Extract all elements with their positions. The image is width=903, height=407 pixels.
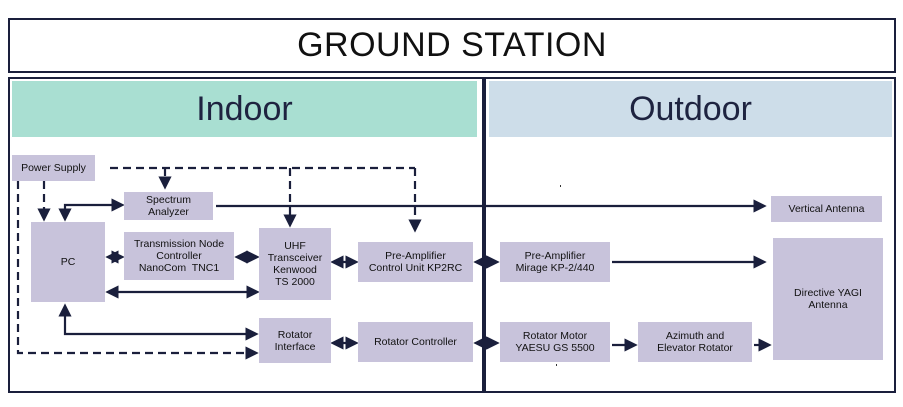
- yagi-antenna-block: Directive YAGI Antenna: [773, 238, 883, 360]
- uhf-line-2: Transceiver: [267, 252, 323, 264]
- uhf-line-4: TS 2000: [275, 276, 315, 288]
- spectrum-analyzer-line-2: Analyzer: [148, 206, 189, 218]
- tnc-block: Transmission Node Controller NanoCom TNC…: [124, 232, 234, 280]
- rotator-motor-line-1: Rotator Motor: [522, 330, 588, 342]
- pc-label: PC: [60, 256, 76, 268]
- power-supply-block: Power Supply: [12, 155, 95, 181]
- rotator-controller-block: Rotator Controller: [358, 322, 473, 362]
- pc-block: PC: [31, 222, 105, 302]
- spectrum-analyzer-block: Spectrum Analyzer: [124, 192, 213, 220]
- preamp-mirage-line-2: Mirage KP-2/440: [515, 262, 595, 274]
- vertical-antenna-label: Vertical Antenna: [788, 203, 865, 215]
- yagi-antenna-line-1: Directive YAGI: [794, 287, 862, 299]
- preamp-control-line-2: Control Unit KP2RC: [368, 262, 463, 274]
- pc-rotator-interface-link: [58, 303, 259, 341]
- uhf-line-1: UHF: [284, 240, 306, 252]
- vertical-antenna-block: Vertical Antenna: [771, 196, 882, 222]
- stray-mark: [560, 185, 561, 187]
- rotator-interface-line-1: Rotator: [277, 328, 313, 341]
- uhf-transceiver-block: UHF Transceiver Kenwood TS 2000: [259, 228, 331, 300]
- pc-spectrum-link: [58, 198, 125, 222]
- page-title: GROUND STATION: [297, 26, 607, 64]
- rotator-interface-line-2: Interface: [274, 340, 316, 353]
- azimuth-elevator-rotator-block: Azimuth and Elevator Rotator: [638, 322, 752, 362]
- preamp-mirage-block: Pre-Amplifier Mirage KP-2/440: [500, 242, 610, 282]
- preamp-mirage-line-1: Pre-Amplifier: [524, 250, 586, 262]
- azimuth-elevator-line-2: Elevator Rotator: [657, 342, 733, 354]
- outdoor-banner: Outdoor: [489, 81, 892, 137]
- uhf-line-3: Kenwood: [273, 264, 317, 276]
- rotator-motor-block: Rotator Motor YAESU GS 5500: [500, 322, 610, 362]
- spectrum-analyzer-line-1: Spectrum: [146, 194, 191, 206]
- rotator-interface-block: Rotator Interface: [259, 318, 331, 363]
- preamp-control-unit-block: Pre-Amplifier Control Unit KP2RC: [358, 242, 473, 282]
- title-frame: GROUND STATION: [8, 18, 896, 73]
- rotator-controller-label: Rotator Controller: [374, 336, 457, 348]
- tnc-line-1: Transmission Node: [133, 238, 225, 250]
- yagi-antenna-line-2: Antenna: [808, 299, 848, 311]
- indoor-banner: Indoor: [12, 81, 477, 137]
- azimuth-elevator-line-1: Azimuth and: [665, 330, 725, 342]
- power-to-rotator-interface-line: [16, 181, 259, 360]
- tnc-line-2: Controller: [156, 250, 202, 262]
- tnc-line-3: NanoCom TNC1: [138, 262, 220, 274]
- rotator-motor-line-2: YAESU GS 5500: [515, 342, 595, 354]
- preamp-control-line-1: Pre-Amplifier: [385, 250, 446, 262]
- stray-mark: [556, 364, 557, 366]
- power-supply-label: Power Supply: [21, 162, 86, 174]
